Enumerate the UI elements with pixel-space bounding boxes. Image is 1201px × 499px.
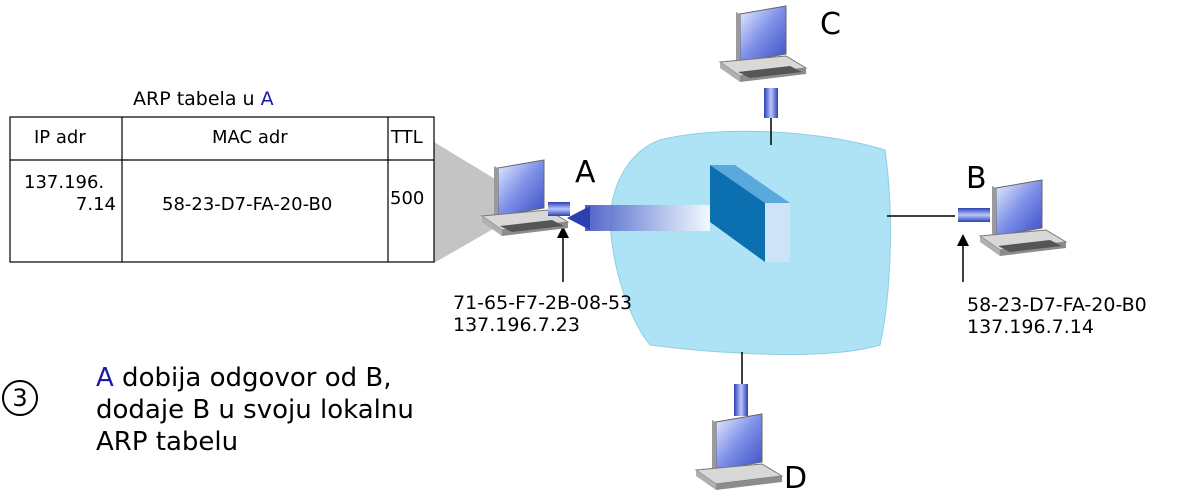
table-zoom-wedge bbox=[434, 142, 500, 263]
cell-ip: 137.196. 7.14 bbox=[24, 172, 116, 216]
arp-table-title: ARP tabela u A bbox=[133, 90, 274, 109]
computer-c-icon bbox=[718, 5, 808, 118]
node-a-label: A bbox=[575, 155, 596, 190]
step-number: 3 bbox=[2, 380, 38, 416]
header-ip: IP adr bbox=[34, 127, 86, 148]
node-d-label: D bbox=[784, 461, 808, 496]
cell-mac: 58-23-D7-FA-20-B0 bbox=[162, 194, 333, 215]
arp-table-grid bbox=[9, 116, 435, 263]
cell-ip-line-1: 137.196. bbox=[24, 172, 105, 193]
pointer-arrow-b bbox=[957, 234, 969, 282]
header-mac: MAC adr bbox=[212, 127, 288, 148]
reply-arrow bbox=[567, 205, 710, 231]
node-a-ip: 137.196.7.23 bbox=[453, 314, 580, 336]
switch-icon bbox=[710, 165, 790, 262]
cell-ip-line-2: 7.14 bbox=[75, 194, 116, 215]
node-b-mac: 58-23-D7-FA-20-B0 bbox=[967, 294, 1147, 316]
node-b-address: 58-23-D7-FA-20-B0 137.196.7.14 bbox=[967, 294, 1147, 338]
cell-ttl: 500 bbox=[390, 188, 425, 209]
node-b-label: B bbox=[966, 161, 987, 196]
computer-d-icon bbox=[694, 384, 784, 490]
step-node: A bbox=[96, 363, 114, 393]
step-text: dobija odgovor od B, dodaje B u svoju lo… bbox=[96, 363, 414, 457]
node-c-label: C bbox=[820, 7, 841, 42]
computer-b-icon bbox=[958, 179, 1068, 256]
arp-table-title-node: A bbox=[260, 88, 274, 110]
node-a-address: 71-65-F7-2B-08-53 137.196.7.23 bbox=[453, 292, 632, 336]
step-description: A dobija odgovor od B, dodaje B u svoju … bbox=[96, 362, 426, 458]
node-a-mac: 71-65-F7-2B-08-53 bbox=[453, 292, 633, 314]
computer-a-icon bbox=[480, 159, 570, 236]
arp-table-title-text: ARP tabela u bbox=[133, 88, 261, 110]
node-b-ip: 137.196.7.14 bbox=[967, 316, 1094, 338]
header-ttl: TTL bbox=[391, 127, 423, 148]
pointer-arrow-a bbox=[557, 226, 569, 282]
